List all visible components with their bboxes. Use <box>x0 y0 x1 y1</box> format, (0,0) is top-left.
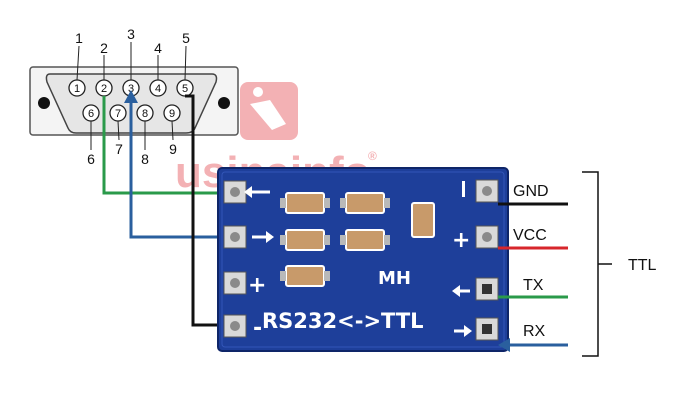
pin-row-bottom: 6 7 8 9 <box>82 104 181 122</box>
smd-capacitors <box>280 192 435 287</box>
capacitor <box>285 265 325 287</box>
capacitor <box>285 229 325 251</box>
pad-hole <box>230 278 240 288</box>
silk-minus-right <box>462 181 465 197</box>
board-label: RS232<->TTL <box>262 309 424 333</box>
pin-circle-number: 4 <box>155 83 161 95</box>
silk-arrows-right <box>452 285 472 337</box>
pin-circle-number: 6 <box>88 108 94 120</box>
pin-label-8: 8 <box>141 151 149 167</box>
silk-arrows-left <box>244 186 274 243</box>
pin-label-3: 3 <box>127 26 135 42</box>
silk-minus-left: - <box>253 316 262 341</box>
ttl-wires <box>498 202 568 347</box>
pin-circle-number: 7 <box>115 108 121 120</box>
pin-callout-lines <box>76 42 187 150</box>
cap-terminal <box>280 198 286 208</box>
cap-terminal <box>324 198 330 208</box>
pin-label-1: 1 <box>75 30 83 46</box>
pad-hole-square <box>482 324 492 334</box>
silk-plus-right: + <box>452 228 470 253</box>
pad-hole <box>230 232 240 242</box>
mount-hole-left <box>38 97 50 109</box>
capacitor <box>285 192 325 214</box>
signal-label-gnd: GND <box>513 183 549 200</box>
board-maker-mark: MH <box>378 268 411 289</box>
pin-label-7: 7 <box>115 141 123 157</box>
rs232-wires <box>102 94 226 327</box>
capacitor <box>345 192 385 214</box>
pin-circle-number: 9 <box>169 108 175 120</box>
pin-label-4: 4 <box>154 40 162 56</box>
cap-terminal <box>340 198 346 208</box>
cap-terminal <box>384 235 390 245</box>
arrow-head-rx <box>498 338 510 352</box>
watermark-logo-dot <box>253 87 263 97</box>
pin-label-6: 6 <box>87 151 95 167</box>
watermark-logo-figure <box>250 100 286 130</box>
pad-hole <box>230 187 240 197</box>
pin-label-2: 2 <box>100 40 108 56</box>
cap-terminal <box>280 271 286 281</box>
pad-hole <box>482 232 492 242</box>
pin-row-top: 1 2 3 4 5 <box>68 79 194 97</box>
mount-hole-right <box>218 97 230 109</box>
cap-terminal <box>340 235 346 245</box>
ttl-bracket <box>582 171 599 357</box>
pin-circle-number: 8 <box>142 108 148 120</box>
rs232-ttl-board: + - MH RS232<->TTL + <box>217 167 509 352</box>
pad-hole-square <box>482 284 492 294</box>
signal-label-rx: RX <box>523 323 546 340</box>
arrow-head-blue <box>124 90 138 103</box>
pin-circle-number: 1 <box>74 83 80 95</box>
pad-hole <box>482 186 492 196</box>
pad-hole <box>230 321 240 331</box>
capacitor-vertical <box>411 202 435 238</box>
pin-circle-number: 2 <box>101 83 107 95</box>
wire-pin2-green <box>102 96 226 195</box>
wire-pin5-black <box>185 94 226 327</box>
capacitor <box>345 229 385 251</box>
board-edge <box>221 171 505 348</box>
signal-label-tx: TX <box>523 277 544 294</box>
watermark-registered-mark: ® <box>368 149 377 163</box>
silk-plus-left: + <box>248 273 266 298</box>
cap-terminal <box>324 235 330 245</box>
signal-label-vcc: VCC <box>513 227 547 244</box>
pin-label-9: 9 <box>169 141 177 157</box>
ttl-group-label: TTL <box>628 257 657 274</box>
pin-circle-number: 5 <box>182 83 188 95</box>
pin-label-5: 5 <box>182 30 190 46</box>
cap-terminal <box>324 271 330 281</box>
cap-terminal <box>384 198 390 208</box>
pin-circle-number: 3 <box>128 83 134 95</box>
cap-terminal <box>280 235 286 245</box>
